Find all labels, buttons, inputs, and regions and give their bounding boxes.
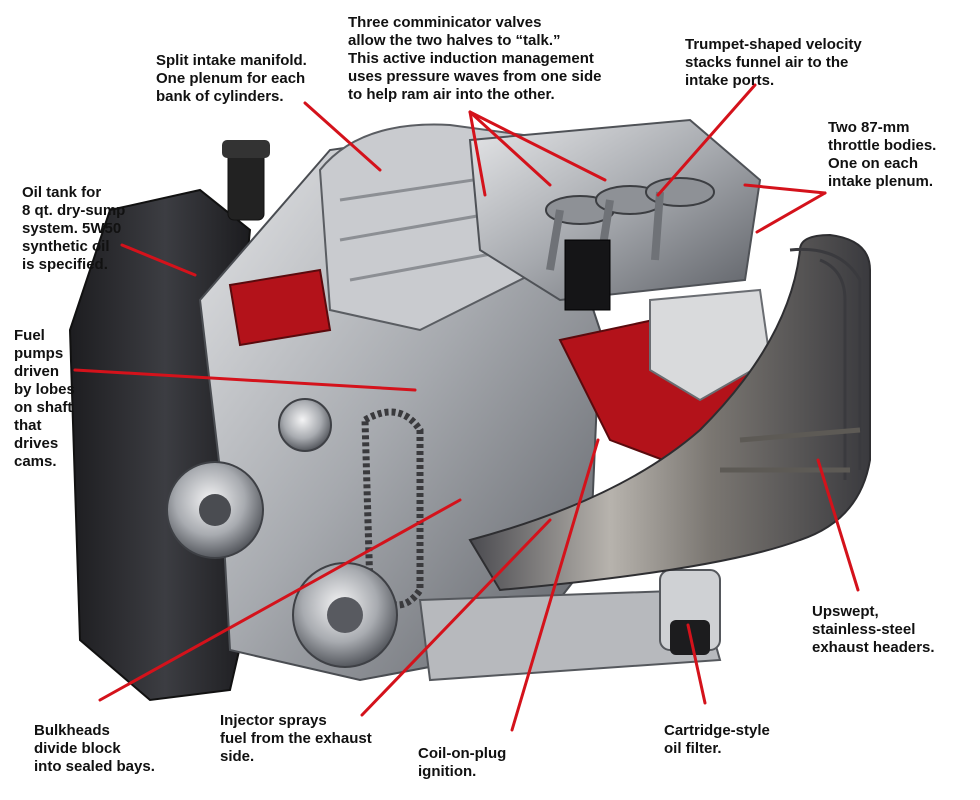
callout-line: side. xyxy=(220,748,255,765)
callout-line: Trumpet-shaped velocity xyxy=(685,36,862,53)
callout-line: exhaust headers. xyxy=(812,639,935,656)
callout-line: intake plenum. xyxy=(828,173,934,190)
leader-comm-valve xyxy=(468,110,487,197)
callout-line: drives xyxy=(14,435,59,452)
callout-line: This active induction management xyxy=(348,50,594,67)
callout-line: synthetic oil xyxy=(22,238,110,255)
callout-line: uses pressure waves from one side xyxy=(348,68,602,85)
callout-line: by lobes xyxy=(14,381,75,398)
leader-oil-tank xyxy=(120,243,197,277)
callout-line: 8 qt. dry-sump xyxy=(22,202,126,219)
accessory-pulley xyxy=(278,398,332,452)
leader-comm-valve xyxy=(468,110,607,182)
leader-bulkheads xyxy=(98,498,462,702)
callout-line: oil filter. xyxy=(664,740,722,757)
callout-line: fuel from the exhaust xyxy=(220,730,372,747)
callout-line: cams. xyxy=(14,453,57,470)
leader-split-intake xyxy=(303,101,382,172)
callout-line: Upswept, xyxy=(812,603,879,620)
callout-line: driven xyxy=(14,363,60,380)
callout-line: ignition. xyxy=(418,763,477,780)
leader-comm-valve xyxy=(468,110,552,187)
callout-line: One plenum for each xyxy=(156,70,306,87)
callout-line: Two 87-mm xyxy=(828,119,910,136)
callout-line: Injector sprays xyxy=(220,712,327,729)
leader-velocity-stacks xyxy=(656,83,757,197)
callout-line: intake ports. xyxy=(685,72,775,89)
callout-line: throttle bodies. xyxy=(828,137,937,154)
callout-line: is specified. xyxy=(22,256,108,273)
leader-oil-filter xyxy=(686,623,707,705)
callout-line: into sealed bays. xyxy=(34,758,155,775)
valve-cover xyxy=(649,288,772,402)
leader-throttle xyxy=(755,191,827,234)
callout-line: bank of cylinders. xyxy=(156,88,284,105)
callout-line: pumps xyxy=(14,345,64,362)
cam-carrier-left xyxy=(228,268,332,347)
callout-line: divide block xyxy=(34,740,121,757)
callout-line: Fuel xyxy=(14,327,45,344)
callout-line: stainless-steel xyxy=(812,621,916,638)
callout-line: system. 5W50 xyxy=(22,220,122,237)
leader-fuel-pumps xyxy=(73,368,417,392)
leader-exhaust xyxy=(816,458,860,592)
callout-line: Coil-on-plug xyxy=(418,745,507,762)
leader-throttle xyxy=(743,183,827,195)
callout-line: Split intake manifold. xyxy=(156,52,307,69)
callout-line: One on each xyxy=(828,155,919,172)
leader-coil xyxy=(510,438,600,732)
oil-pan xyxy=(418,588,722,682)
callout-line: Cartridge-style xyxy=(664,722,770,739)
leader-lines xyxy=(73,83,860,732)
callout-line: allow the two halves to “talk.” xyxy=(348,32,561,49)
callout-line: Oil tank for xyxy=(22,184,102,201)
exhaust-header xyxy=(468,233,871,592)
callout-line: that xyxy=(14,417,42,434)
callout-line: Three comminicator valves xyxy=(348,14,542,31)
leader-injector xyxy=(360,518,552,717)
callout-line: to help ram air into the other. xyxy=(348,86,555,103)
callout-split-intake: Split intake manifold.One plenum for eac… xyxy=(156,52,307,106)
oil-filler-neck xyxy=(227,149,265,221)
callout-line: stacks funnel air to the xyxy=(685,54,849,71)
callout-line: Bulkheads xyxy=(34,722,110,739)
coil-pack xyxy=(564,239,611,311)
callout-line: on shaft xyxy=(14,399,73,416)
